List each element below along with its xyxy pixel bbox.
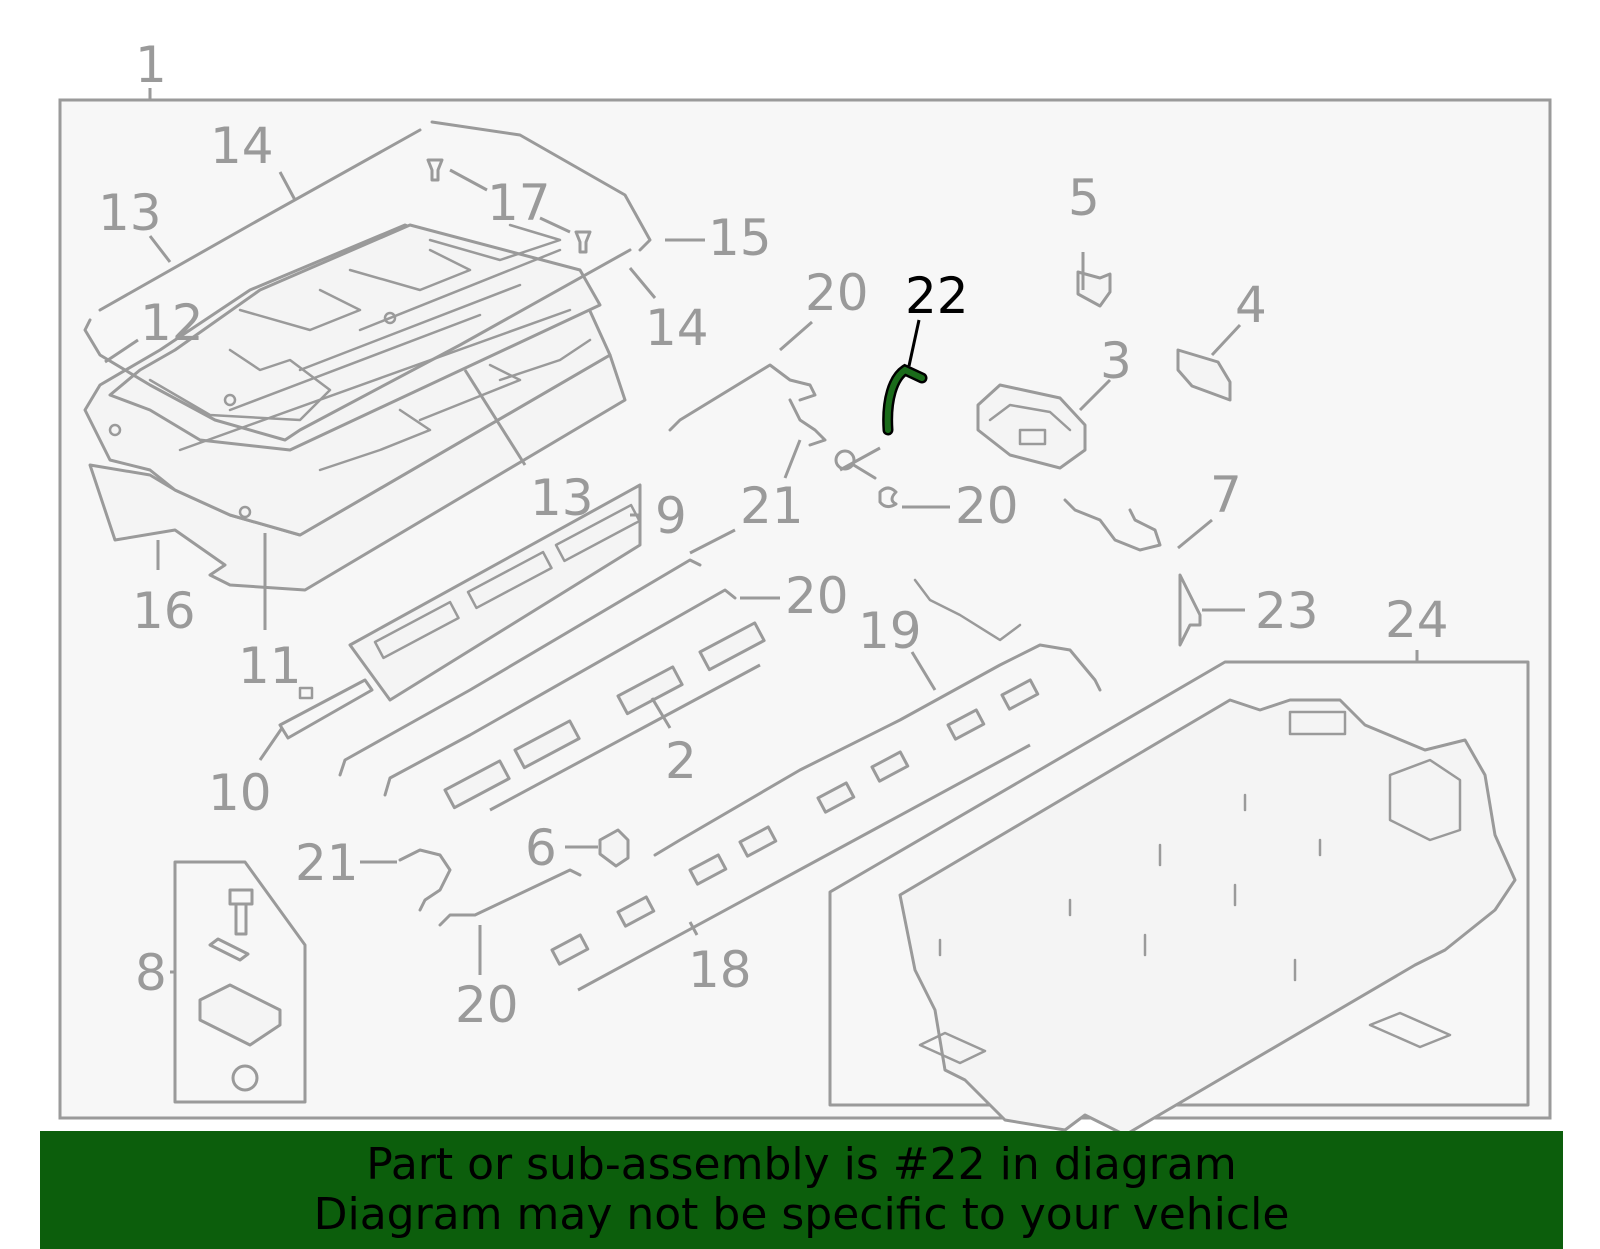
callout-8: 8: [135, 944, 167, 1002]
callout-1: 1: [135, 36, 167, 94]
bolt-21: [834, 449, 877, 480]
module-connectors-2: [443, 621, 766, 812]
info-banner: Part or sub-assembly is #22 in diagram D…: [40, 1131, 1563, 1249]
callout-24: 24: [1385, 591, 1449, 649]
callout-14-right: 14: [645, 299, 709, 357]
callout-5: 5: [1068, 169, 1100, 227]
callout-14-top: 14: [210, 117, 274, 175]
bus-bars: [338, 558, 737, 797]
clip-17: [426, 158, 592, 254]
callout-23: 23: [1255, 582, 1319, 640]
callout-labels: 1 14 13 12 17 15 14 13 16 11 9 10 21 20 …: [98, 36, 1449, 1034]
harness-19: [653, 643, 1102, 857]
callout-12: 12: [140, 294, 204, 352]
callout-13-center: 13: [530, 469, 594, 527]
callout-6: 6: [525, 819, 557, 877]
callout-15: 15: [708, 209, 772, 267]
callout-2: 2: [665, 732, 697, 790]
callout-13-left: 13: [98, 184, 162, 242]
clip-20: [878, 486, 898, 509]
callout-11: 11: [238, 637, 302, 695]
bracket-21-lower: [398, 848, 452, 912]
harness-7: [1063, 498, 1162, 552]
bar-20-lower: [438, 868, 582, 927]
callout-21-upper: 21: [740, 477, 804, 535]
callout-3: 3: [1100, 332, 1132, 390]
callout-16: 16: [132, 582, 196, 640]
callout-17: 17: [487, 174, 551, 232]
callout-9: 9: [655, 487, 687, 545]
connectors-18: [550, 678, 1040, 992]
seal-strips: [83, 120, 652, 442]
highlighted-part-22: [882, 363, 928, 436]
callout-19: 19: [858, 602, 922, 660]
callout-21-lower: 21: [295, 834, 359, 892]
callout-20-upper: 20: [805, 264, 869, 322]
cover-4: [1176, 348, 1232, 402]
callout-22-highlighted: 22: [905, 267, 969, 325]
bracket-10: [278, 678, 374, 740]
battery-tray-assembly: [83, 223, 627, 592]
lower-tray-24: [828, 660, 1530, 1137]
bracket-5: [1076, 270, 1112, 308]
connector-3: [976, 383, 1087, 470]
banner-line-1: Part or sub-assembly is #22 in diagram: [366, 1139, 1237, 1190]
leader-lines: [104, 168, 1419, 975]
banner-line-2: Diagram may not be specific to your vehi…: [313, 1189, 1290, 1240]
cover-plate-9: [348, 483, 642, 702]
callout-7: 7: [1210, 466, 1242, 524]
callout-20-mid: 20: [785, 567, 849, 625]
callout-4: 4: [1235, 276, 1267, 334]
sensor-6: [598, 828, 630, 868]
clip-23: [1178, 573, 1202, 647]
callout-20-clip: 20: [955, 477, 1019, 535]
callout-20-lower: 20: [455, 976, 519, 1034]
bracket-20-upper: [668, 363, 827, 447]
callout-18: 18: [688, 941, 752, 999]
kit-8: [170, 860, 307, 1104]
callout-10: 10: [208, 764, 272, 822]
